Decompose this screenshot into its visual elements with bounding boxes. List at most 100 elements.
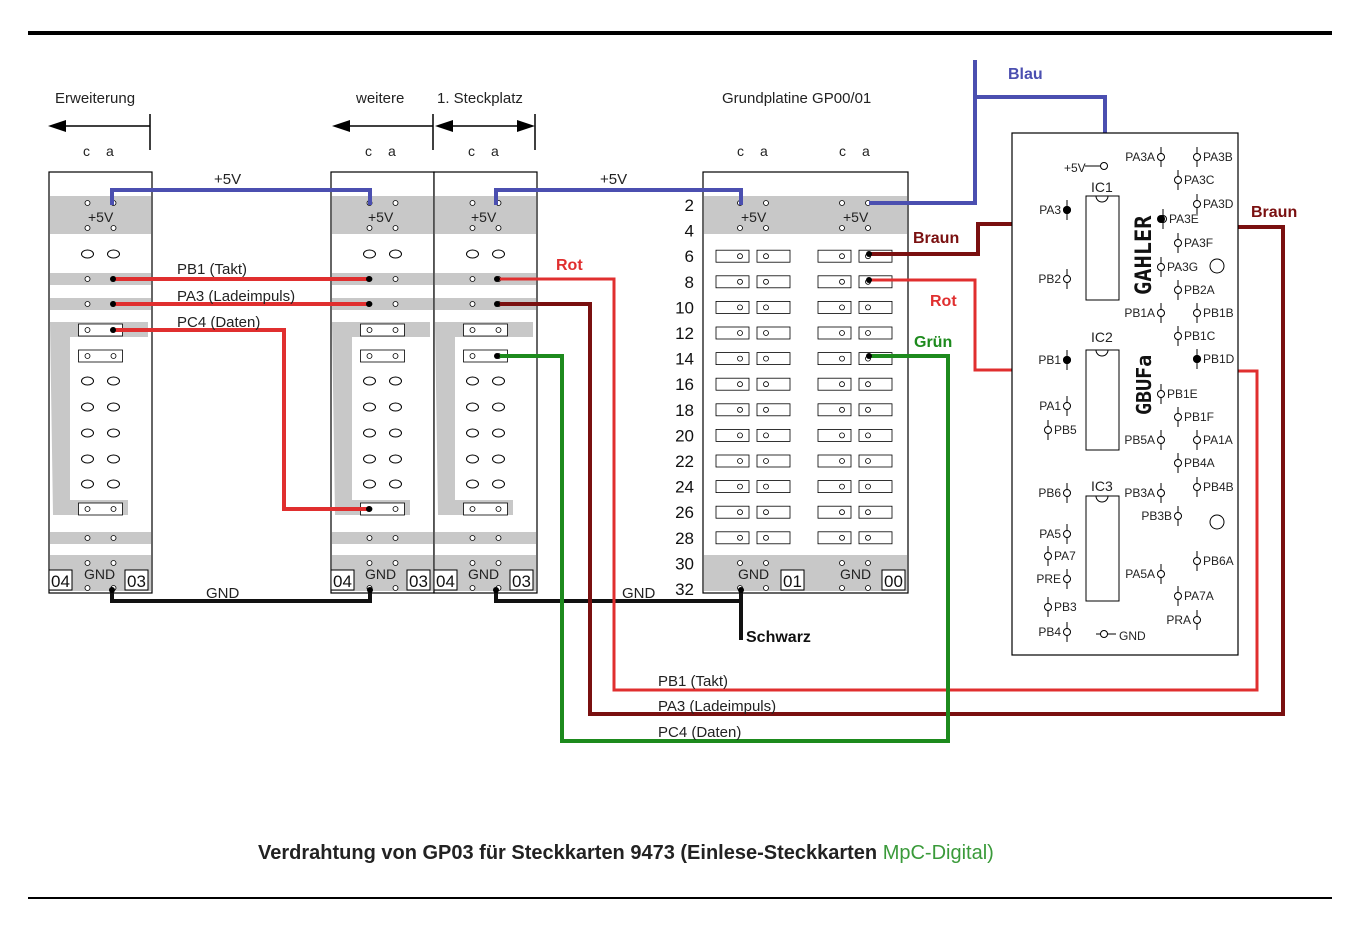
ic-pin: PA3A [1125,147,1165,167]
svg-text:PB4: PB4 [1038,625,1061,639]
svg-text:a: a [760,143,768,159]
svg-text:04: 04 [51,572,70,591]
ic-pin: PA7 [1044,546,1076,566]
wire-gnd-left [110,590,372,603]
ic-pin: PB1C [1174,326,1216,346]
svg-text:PB1A: PB1A [1124,306,1155,320]
svg-text:GND: GND [365,566,396,582]
row-number: 16 [675,375,694,394]
svg-text:PRE: PRE [1036,572,1061,586]
svg-text:+5V: +5V [600,171,627,188]
svg-text:PA3C: PA3C [1184,173,1215,187]
row-number: 30 [675,554,694,573]
ic-pin: PRA [1166,610,1201,630]
svg-text:c: c [468,143,475,159]
ic1-body [1085,195,1120,301]
ic-pin: PB6 [1038,483,1071,503]
wire-gnd-right [494,590,743,603]
svg-text:+5V: +5V [368,209,394,225]
label-braun-left: Braun [913,230,959,247]
wire-dots [109,251,872,593]
wire-5v-right [494,188,743,205]
ic2-body [1085,349,1120,451]
svg-text:03: 03 [127,572,146,591]
ic-pin: PB3 [1044,597,1077,617]
wire-pa3-long [497,225,1285,716]
label-steckplatz: 1. Steckplatz [437,90,523,107]
svg-text:GND: GND [468,566,499,582]
label-erweiterung: Erweiterung [55,90,135,107]
svg-text:PB4B: PB4B [1203,480,1234,494]
svg-text:IC3: IC3 [1091,478,1113,494]
brand-gbufa: GBUFa [1132,355,1156,415]
ic-pin: PA5 [1039,524,1071,544]
row-number: 6 [685,247,694,266]
svg-text:IC2: IC2 [1091,329,1113,345]
svg-text:PA3G: PA3G [1167,260,1198,274]
svg-text:GND: GND [738,566,769,582]
svg-text:PA7: PA7 [1054,549,1076,563]
label-rot-top: Rot [556,257,583,274]
ic-pin: PA7A [1174,586,1214,606]
svg-text:GND: GND [840,566,871,582]
svg-text:+5V: +5V [741,209,767,225]
row-number: 32 [675,580,694,599]
svg-text:PRA: PRA [1166,613,1191,627]
svg-text:+5V: +5V [843,209,869,225]
board-weitere [330,171,435,594]
svg-text:GND: GND [206,585,240,602]
label-blau: Blau [1008,66,1043,83]
svg-text:PB4A: PB4A [1184,456,1215,470]
ic-pin: PB1F [1174,407,1214,427]
ic-pin: PB4B [1193,477,1234,497]
svg-text:a: a [862,143,870,159]
ic-pin: PA1 [1039,396,1071,416]
arrow-steckplatz [435,114,536,150]
svg-text:+5V: +5V [88,209,114,225]
svg-text:PA1A: PA1A [1203,433,1233,447]
svg-text:PA3: PA3 [1039,203,1061,217]
svg-text:04: 04 [333,572,352,591]
label-rot-right: Rot [930,293,957,310]
wire-color-labels: Blau Braun Braun Rot Rot Grün Schwarz [556,66,1297,646]
svg-text:PB1 (Takt): PB1 (Takt) [658,673,728,690]
svg-text:+5V: +5V [471,209,497,225]
ic-pin: PB1A [1124,303,1165,323]
svg-text:PA3 (Ladeimpuls): PA3 (Ladeimpuls) [658,698,776,715]
row-number: 22 [675,452,694,471]
svg-text:00: 00 [884,572,903,591]
wire-pc4-local [113,328,369,511]
svg-text:PA3 (Ladeimpuls): PA3 (Ladeimpuls) [177,288,295,305]
svg-text:c: c [737,143,744,159]
svg-text:c: c [365,143,372,159]
ic-pin: PA5A [1125,564,1165,584]
ic-pin: PA3B [1193,147,1233,167]
label-braun-right: Braun [1251,204,1297,221]
svg-text:IC1: IC1 [1091,179,1113,195]
svg-text:PA7A: PA7A [1184,589,1214,603]
ic-pin: PA3D [1193,194,1234,214]
label-gruen: Grün [914,334,952,351]
arrow-weitere [332,114,434,150]
ic-pin: PA3G [1157,257,1198,277]
svg-text:PB3: PB3 [1054,600,1077,614]
top-rule [28,31,1332,35]
caption: Verdrahtung von GP03 für Steckkarten 947… [258,842,994,864]
svg-text:PB2A: PB2A [1184,283,1215,297]
wire-text-labels: +5V +5V GND GND PB1 (Takt) PA3 (Ladeimpu… [177,171,776,741]
label-grundplatine: Grundplatine GP00/01 [722,90,871,107]
svg-text:PA3E: PA3E [1169,212,1199,226]
svg-text:PA3D: PA3D [1203,197,1234,211]
svg-text:GND: GND [1119,629,1146,643]
ic-pin: PB3A [1124,483,1165,503]
row-number: 10 [675,298,694,317]
row-number: 26 [675,503,694,522]
slot-numbers [48,569,906,591]
svg-text:PB6A: PB6A [1203,554,1234,568]
svg-text:PB2: PB2 [1038,272,1061,286]
row-number: 8 [685,273,694,292]
ic-pin: PB5A [1124,430,1165,450]
